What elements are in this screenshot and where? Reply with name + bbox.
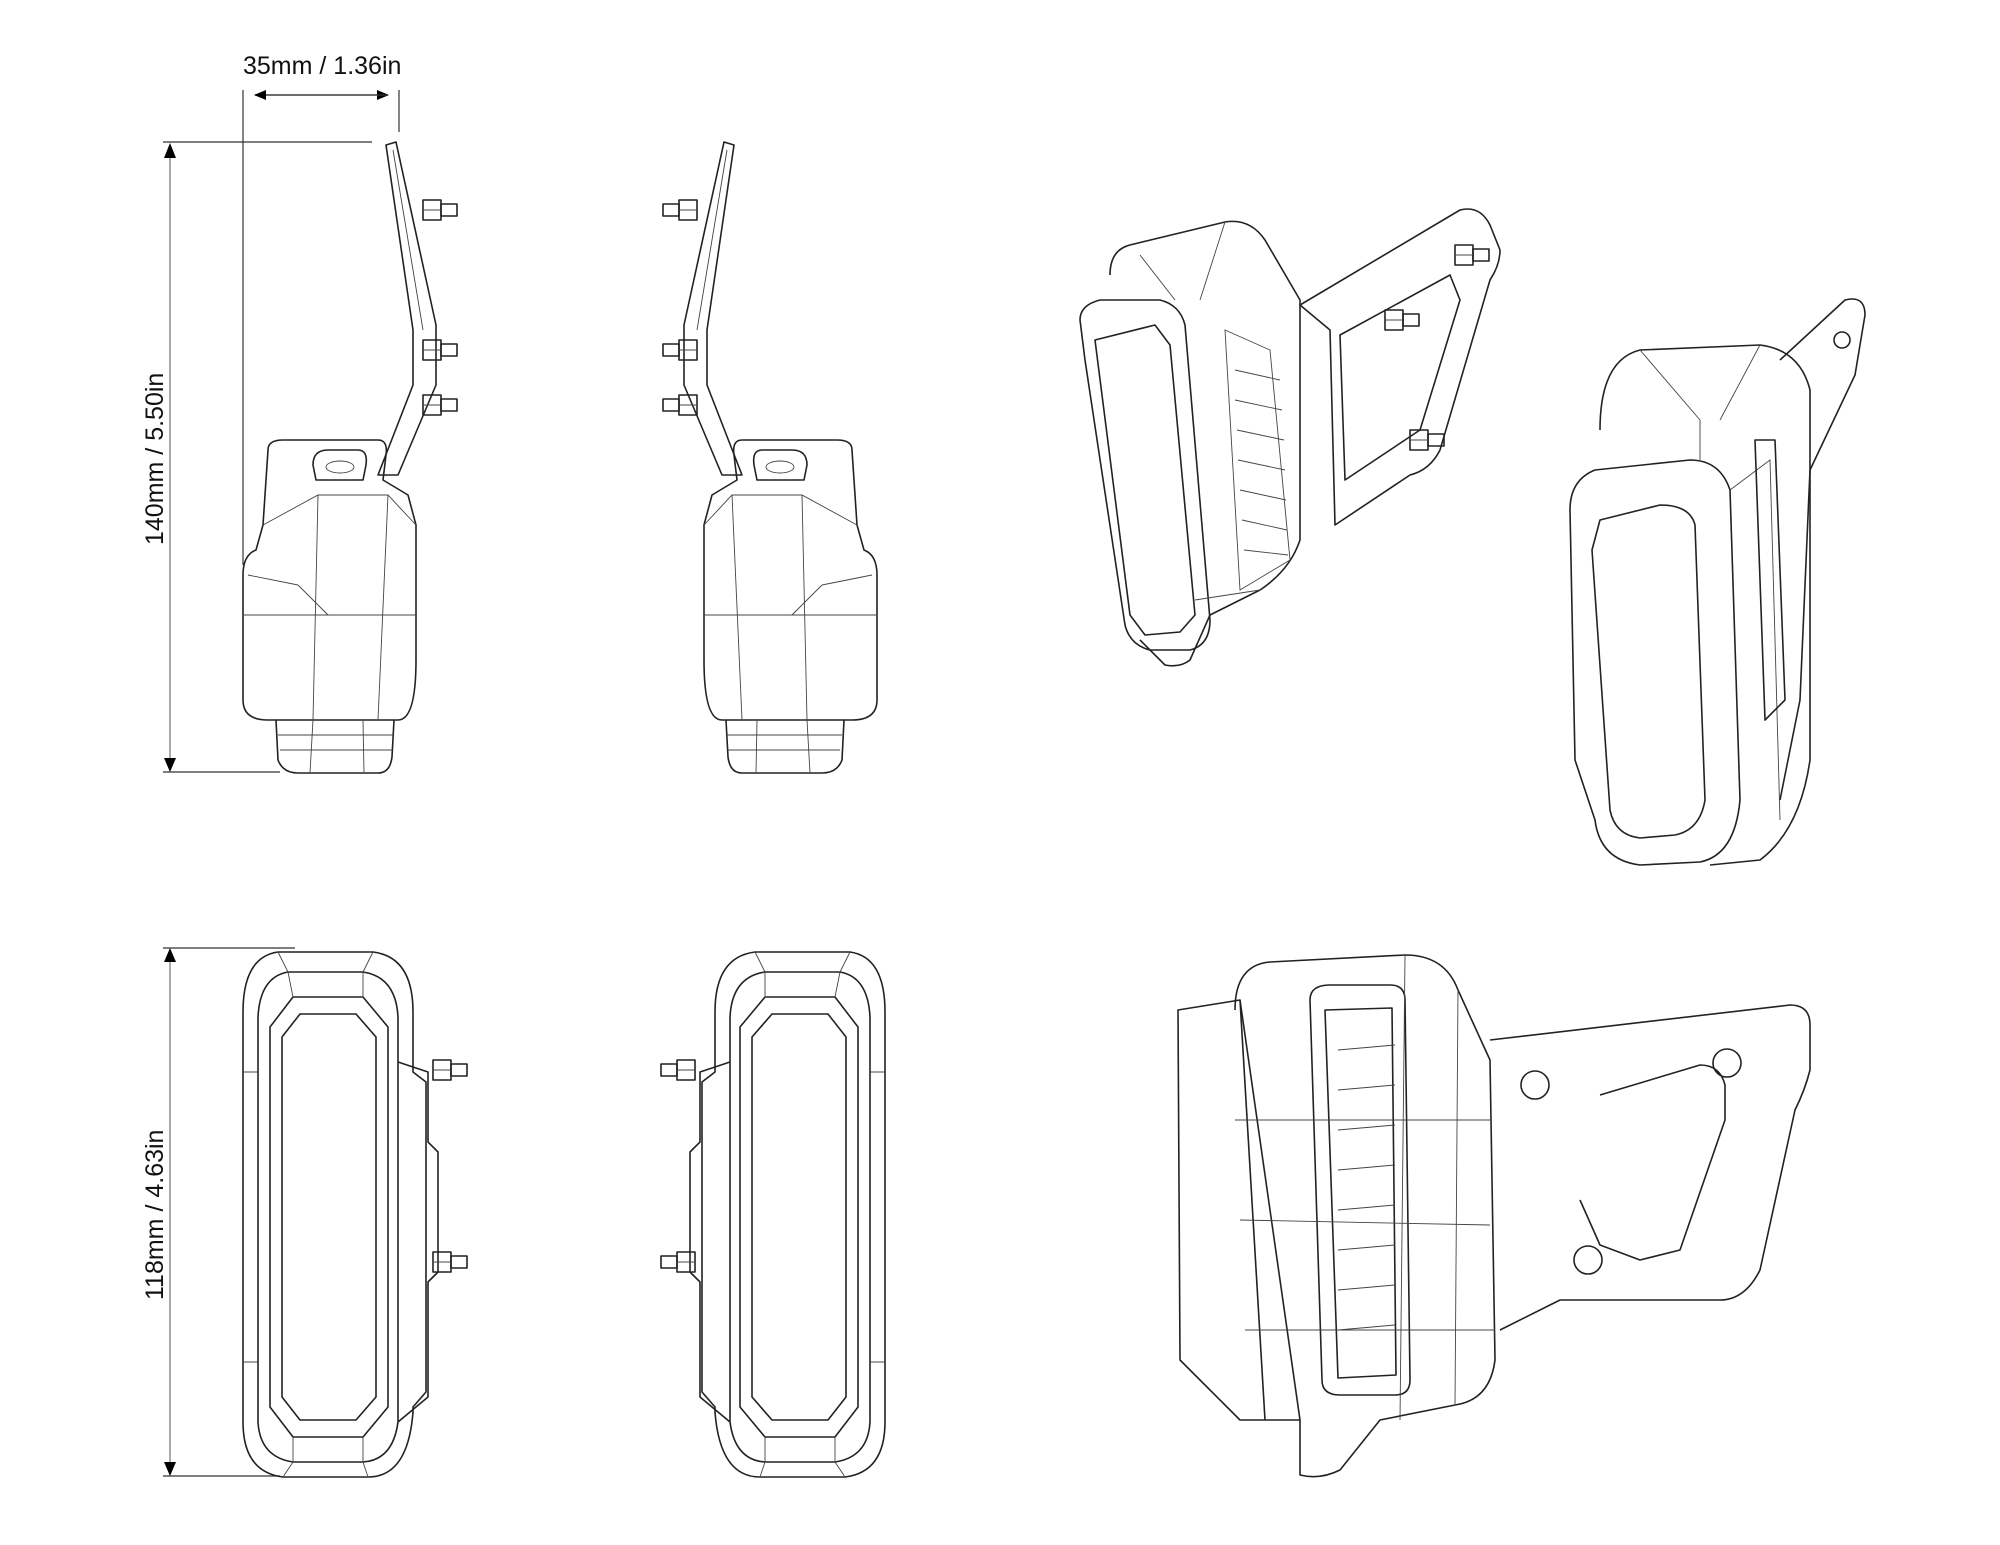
side-view-left: [243, 142, 457, 773]
isometric-view-top: [1079, 208, 1501, 667]
height-dimension-label: 140mm / 5.50in: [141, 373, 169, 545]
isometric-view-bottom: [1177, 954, 1811, 1478]
side-view-right: [663, 142, 877, 773]
front-view-left: [243, 952, 467, 1477]
front-view-right: [661, 952, 885, 1477]
front-height-dimension-label: 118mm / 4.63in: [141, 1130, 169, 1300]
width-dimension-label: 35mm / 1.36in: [243, 52, 401, 80]
isometric-view-right: [1569, 298, 1866, 866]
